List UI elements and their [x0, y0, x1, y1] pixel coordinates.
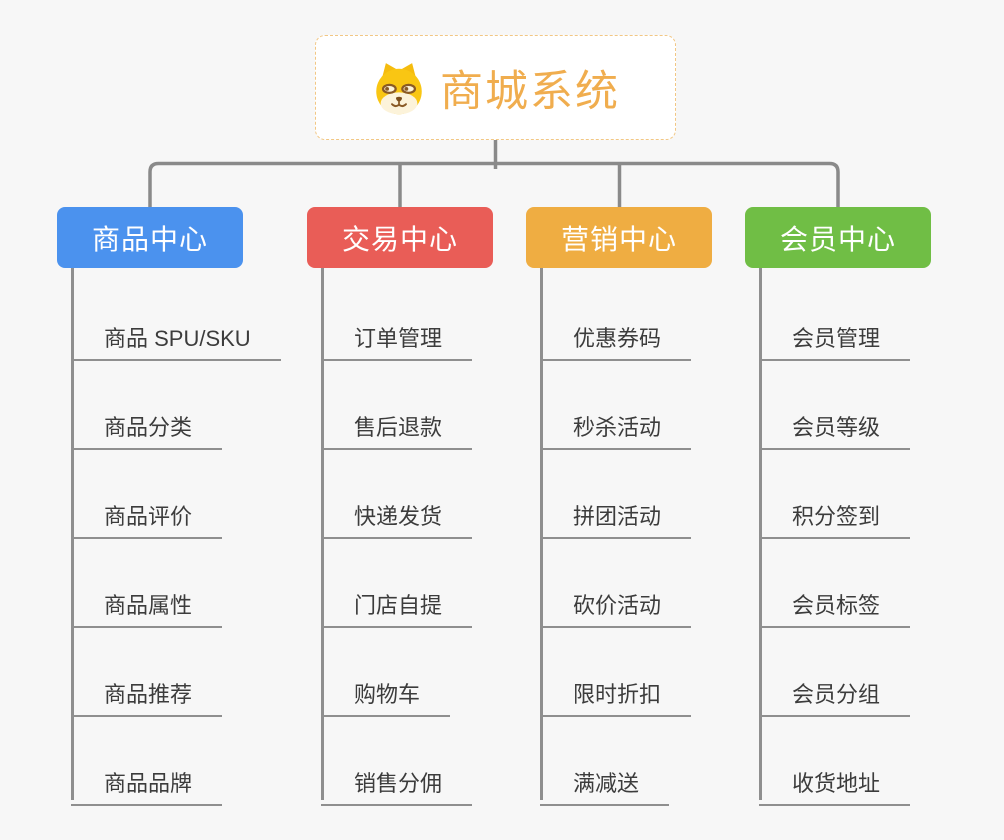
child-node[interactable]: 订单管理: [321, 309, 473, 361]
branch-trunk-line: [321, 268, 324, 800]
child-node[interactable]: 限时折扣: [540, 665, 692, 717]
child-node[interactable]: 商品品牌: [71, 754, 223, 806]
child-node[interactable]: 收货地址: [759, 754, 911, 806]
child-node[interactable]: 拼团活动: [540, 487, 692, 539]
child-node[interactable]: 商品评价: [71, 487, 223, 539]
child-node[interactable]: 商品分类: [71, 398, 223, 450]
child-node[interactable]: 商品属性: [71, 576, 223, 628]
child-node[interactable]: 秒杀活动: [540, 398, 692, 450]
child-node[interactable]: 会员标签: [759, 576, 911, 628]
child-node[interactable]: 购物车: [321, 665, 451, 717]
root-node[interactable]: 商城系统: [315, 35, 676, 140]
branch-trunk-line: [759, 268, 762, 800]
child-node[interactable]: 会员分组: [759, 665, 911, 717]
doge-face-icon: [371, 60, 427, 116]
child-node[interactable]: 优惠券码: [540, 309, 692, 361]
child-node[interactable]: 售后退款: [321, 398, 473, 450]
child-node[interactable]: 砍价活动: [540, 576, 692, 628]
branch-node-trade[interactable]: 交易中心: [307, 207, 493, 268]
child-node[interactable]: 商品 SPU/SKU: [71, 309, 281, 361]
child-node[interactable]: 门店自提: [321, 576, 473, 628]
branch-node-products[interactable]: 商品中心: [57, 207, 243, 268]
child-node[interactable]: 满减送: [540, 754, 670, 806]
branch-trunk-line: [71, 268, 74, 800]
child-node[interactable]: 快递发货: [321, 487, 473, 539]
branch-node-marketing[interactable]: 营销中心: [526, 207, 712, 268]
child-node[interactable]: 会员等级: [759, 398, 911, 450]
child-node[interactable]: 会员管理: [759, 309, 911, 361]
branch-trunk-line: [540, 268, 543, 800]
branch-node-members[interactable]: 会员中心: [745, 207, 931, 268]
branch-rail-line: [148, 161, 840, 207]
child-node[interactable]: 销售分佣: [321, 754, 473, 806]
root-node-label: 商城系统: [440, 67, 620, 116]
child-node[interactable]: 积分签到: [759, 487, 911, 539]
child-node[interactable]: 商品推荐: [71, 665, 223, 717]
